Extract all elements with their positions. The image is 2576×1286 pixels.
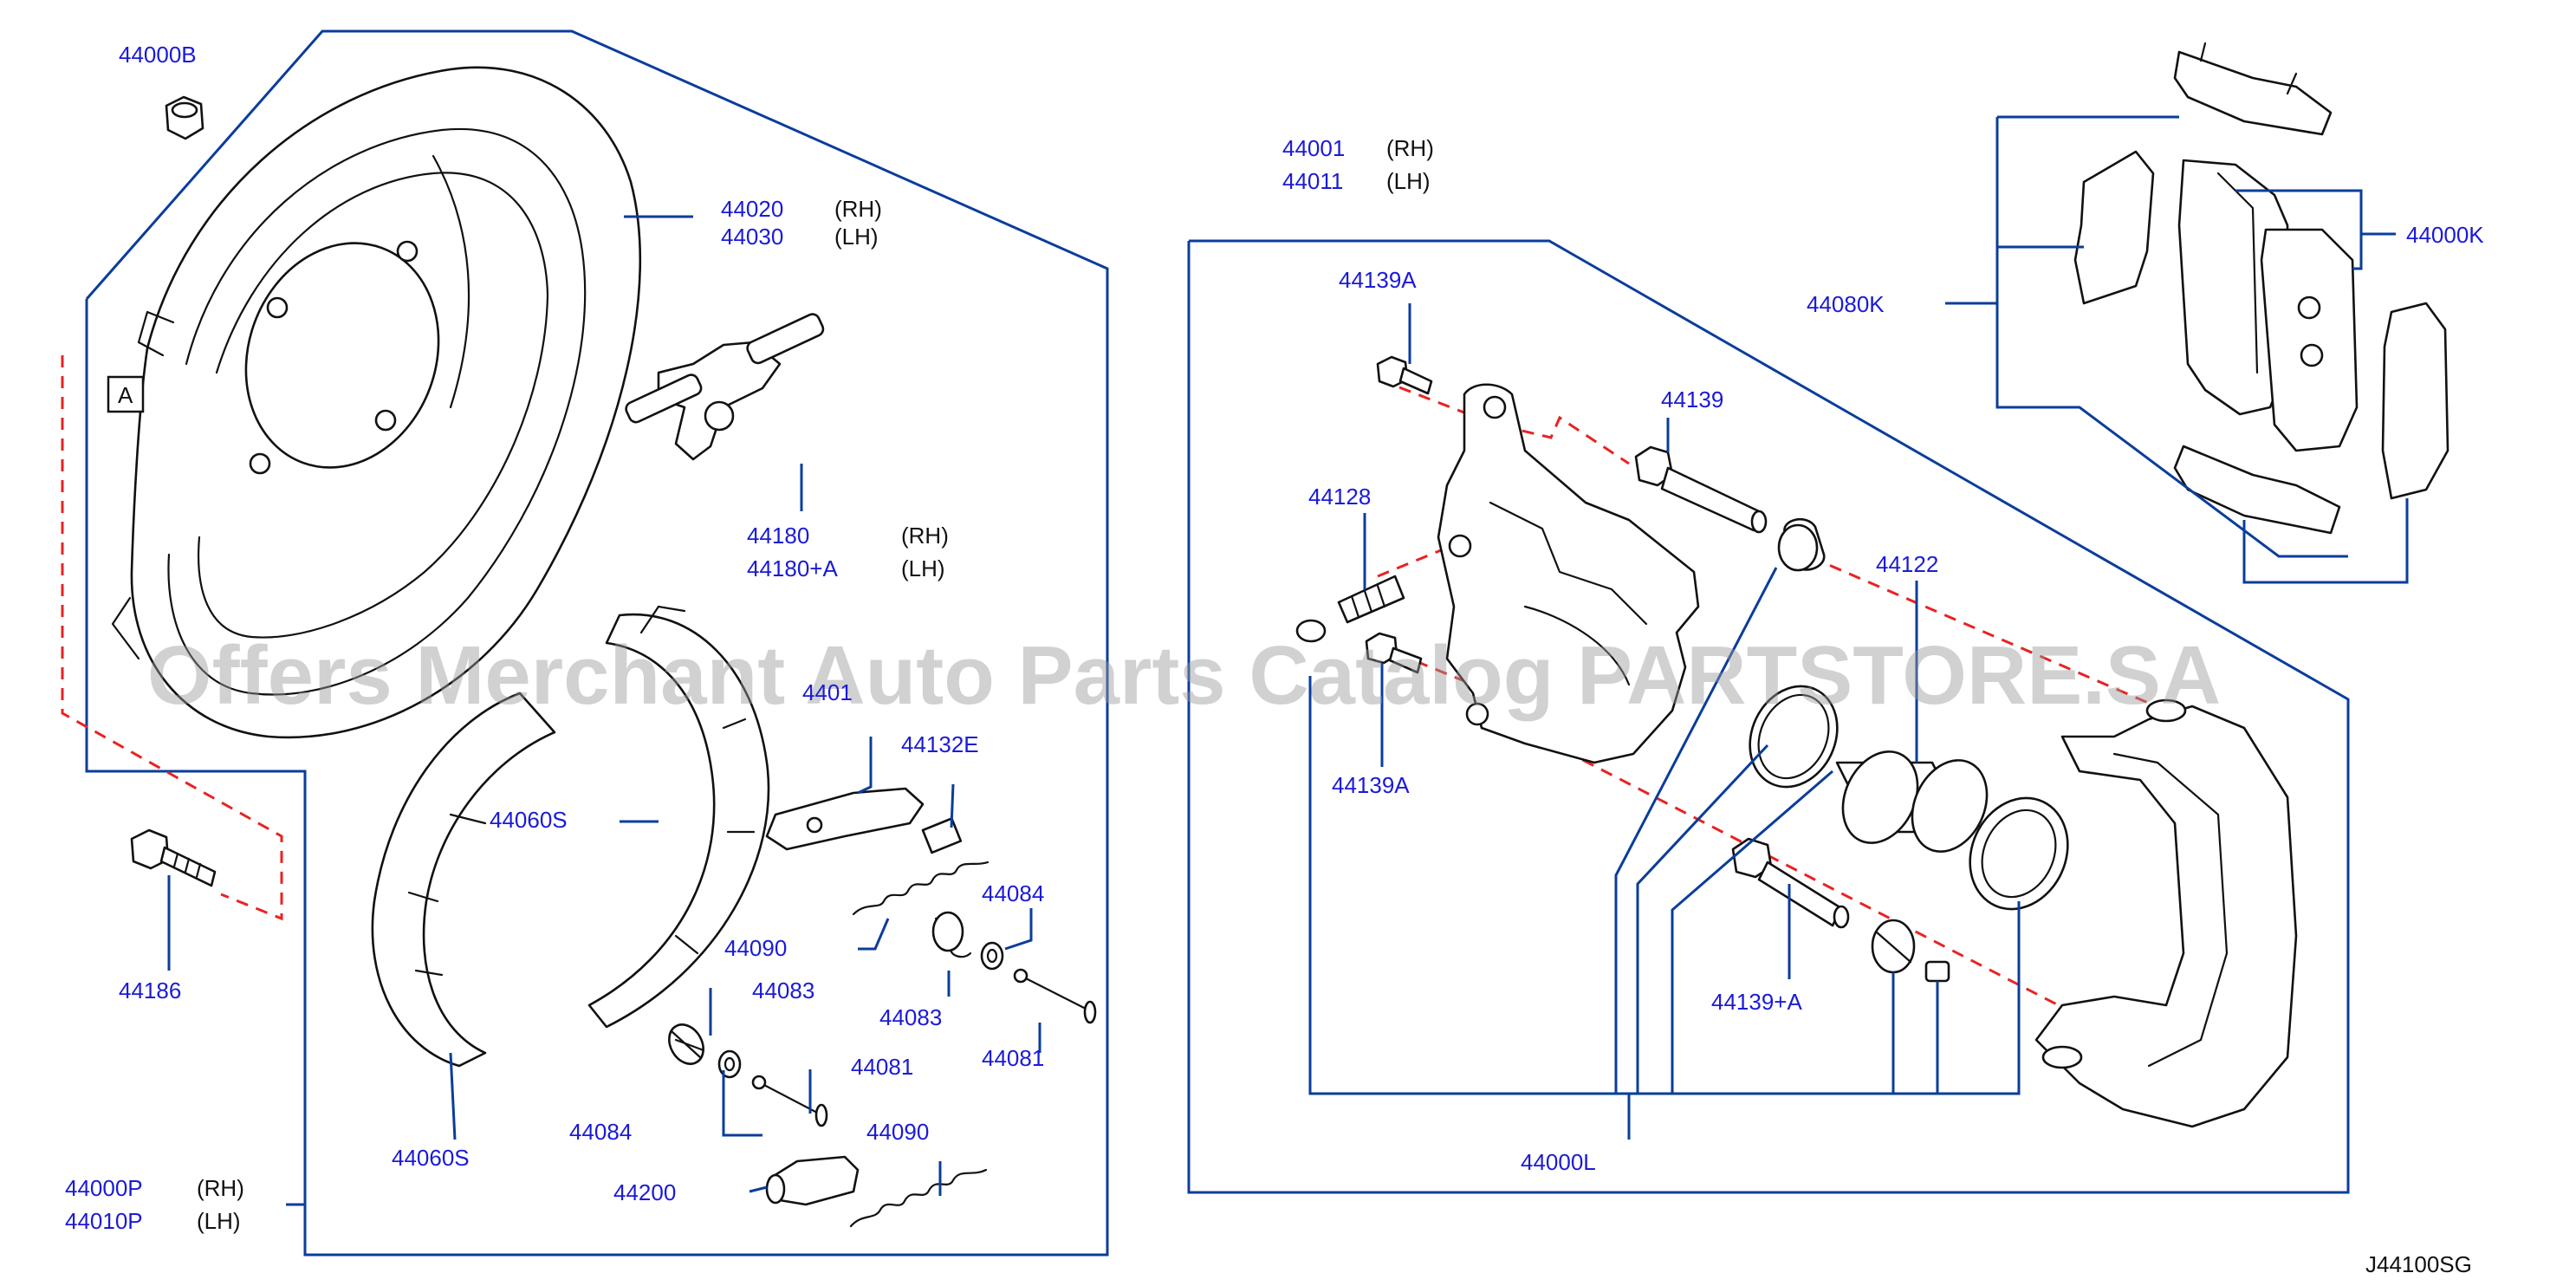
label-44060s-lower: 44060S <box>392 1145 470 1171</box>
spring-44083-lower <box>668 1023 705 1065</box>
label-44000b: 44000B <box>119 42 197 68</box>
pad-shim-left <box>2073 150 2155 305</box>
guide-pin-44139 <box>1634 445 1768 534</box>
seal-ring <box>1749 685 1839 789</box>
adjuster-44200 <box>765 1155 860 1206</box>
label-44080k: 44080K <box>1807 291 1885 317</box>
bushing <box>1924 960 1950 983</box>
label-44139pa: 44139+A <box>1711 989 1802 1015</box>
clip-44132e <box>921 817 963 854</box>
label-44060s-upper: 44060S <box>490 807 568 833</box>
pad-clip-top <box>2173 42 2333 136</box>
label-44081-right: 44081 <box>982 1045 1044 1071</box>
pad-shim-right <box>2381 302 2449 500</box>
view-marker-a: A <box>107 375 145 413</box>
drum-brake-frame <box>85 29 1109 1257</box>
label-44084-right: 44084 <box>982 880 1044 906</box>
label-44180a-side: (LH) <box>901 555 945 581</box>
bolt-44139a-top <box>1376 355 1433 395</box>
bolt-44186 <box>130 828 217 887</box>
washer-44084-right <box>980 941 1004 971</box>
spring-44090-upper <box>852 861 990 916</box>
backing-plate <box>111 66 642 739</box>
boot-lower <box>1871 919 1916 974</box>
label-44122: 44122 <box>1876 551 1938 577</box>
part-labels: 44000B 44020 (RH) 44030 (LH) 44180 (RH) … <box>65 42 2484 1234</box>
drawing-code: J44100SG <box>2365 1251 2472 1277</box>
pad-clip-bottom <box>2173 445 2341 535</box>
bolt-44139a-low <box>1365 632 1423 674</box>
brake-shoe-right <box>587 605 770 1029</box>
label-44128: 44128 <box>1308 484 1371 510</box>
label-44000l: 44000L <box>1521 1149 1596 1175</box>
assembly-dashed-lines <box>61 355 2167 1031</box>
label-44139: 44139 <box>1661 386 1723 412</box>
watermark: Offers Merchant Auto Parts Catalog PARTS… <box>147 629 2221 722</box>
label-44186: 44186 <box>119 977 181 1003</box>
label-44132e: 44132E <box>901 731 979 757</box>
brake-shoe-left <box>371 692 556 1068</box>
nut-44000b <box>165 95 204 140</box>
label-44180-side: (RH) <box>901 523 949 549</box>
label-44000p: 44000P <box>65 1175 143 1201</box>
label-4401-partial: 4401 <box>802 679 853 705</box>
label-44090-lower: 44090 <box>866 1119 929 1145</box>
label-44000p-side: (RH) <box>197 1175 244 1201</box>
label-44020: 44020 <box>721 196 783 222</box>
label-44001: 44001 <box>1282 135 1345 161</box>
label-44011: 44011 <box>1282 168 1343 194</box>
label-44030-side: (LH) <box>834 224 879 250</box>
label-44011-side: (LH) <box>1386 168 1431 194</box>
label-44090-upper: 44090 <box>724 935 787 961</box>
adjuster-lever-44180 <box>625 313 825 461</box>
piston-boot <box>1969 796 2069 911</box>
label-44083-upper: 44083 <box>752 977 814 1003</box>
pin-44081-right <box>1013 968 1097 1024</box>
piston-44122 <box>1835 750 1989 853</box>
view-marker-letter: A <box>118 382 133 408</box>
spring-44090-lower <box>849 1168 988 1228</box>
label-44083-lower: 44083 <box>879 1004 942 1030</box>
brake-pad-outer <box>2177 159 2289 416</box>
label-44139a-top: 44139A <box>1339 267 1417 293</box>
leader-lines <box>167 115 2409 1206</box>
label-44001-side: (RH) <box>1386 135 1434 161</box>
caliper-frame <box>1187 239 2350 1194</box>
label-44084-left: 44084 <box>569 1119 632 1145</box>
label-44030: 44030 <box>721 224 783 250</box>
spring-44128 <box>1337 575 1405 624</box>
caliper-body-44001 <box>1437 383 1700 764</box>
boot-upper <box>1777 518 1826 572</box>
label-44200: 44200 <box>613 1179 676 1205</box>
label-44139a-low: 44139A <box>1332 772 1410 798</box>
label-44000k: 44000K <box>2406 222 2484 248</box>
adjuster-4401 <box>765 787 925 851</box>
cap-small <box>1295 619 1327 643</box>
spring-44083-upper <box>931 911 972 958</box>
label-44010p: 44010P <box>65 1208 143 1234</box>
pin-44081-mid <box>751 1075 828 1127</box>
brake-pad-inner <box>2260 228 2359 452</box>
label-44010p-side: (LH) <box>197 1208 241 1234</box>
label-44180: 44180 <box>747 523 809 549</box>
label-44081-mid: 44081 <box>851 1054 913 1080</box>
caliper-bracket <box>2034 698 2298 1128</box>
label-44180a: 44180+A <box>747 555 838 581</box>
label-44020-side: (RH) <box>834 196 882 222</box>
